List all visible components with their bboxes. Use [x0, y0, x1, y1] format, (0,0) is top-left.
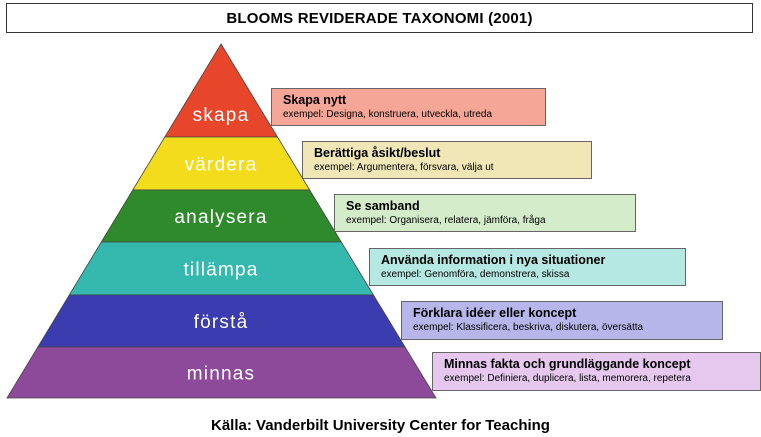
- callout-heading: Minnas fakta och grundläggande koncept: [444, 357, 691, 371]
- callout-heading: Berättiga åsikt/beslut: [314, 146, 441, 160]
- callout-heading: Förklara idéer eller koncept: [413, 306, 577, 320]
- callout-example: exempel: Genomföra, demonstrera, skissa: [381, 268, 570, 280]
- pyramid-label-analysera: analysera: [174, 207, 267, 228]
- callout-example: exempel: Definiera, duplicera, lista, me…: [444, 372, 691, 384]
- pyramid-label-vardera: värdera: [185, 155, 258, 176]
- pyramid-label-skapa: skapa: [193, 105, 250, 126]
- pyramid-label-minnas: minnas: [187, 364, 255, 385]
- source-credit: Källa: Vanderbilt University Center for …: [211, 417, 550, 434]
- callout-heading: Skapa nytt: [283, 93, 347, 107]
- diagram-title: BLOOMS REVIDERADE TAXONOMI (2001): [6, 3, 753, 33]
- pyramid-label-forsta: förstå: [194, 312, 249, 333]
- callout-example: exempel: Designa, konstruera, utveckla, …: [283, 108, 492, 120]
- callout-example: exempel: Klassificera, beskriva, diskute…: [413, 321, 644, 333]
- pyramid-label-tillampa: tillämpa: [183, 260, 258, 281]
- callout-example: exempel: Organisera, relatera, jämföra, …: [346, 214, 546, 226]
- callout-heading: Se samband: [346, 199, 420, 213]
- callout-example: exempel: Argumentera, försvara, välja ut: [314, 161, 494, 173]
- callout-heading: Använda information i nya situationer: [381, 253, 606, 267]
- pyramid-level-minnas: [6, 346, 437, 399]
